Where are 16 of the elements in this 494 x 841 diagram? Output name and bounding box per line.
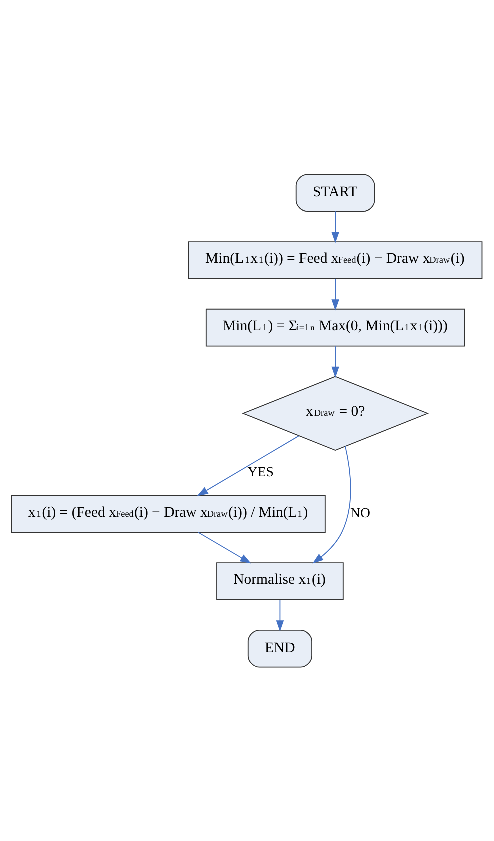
arrow <box>332 278 340 310</box>
node-box: Min(L1x1(i)) = Feed xFeed(i) − Draw xDraw(i) <box>188 241 483 279</box>
edge-label: NO <box>350 504 370 520</box>
arrow <box>197 435 300 496</box>
arrow <box>276 599 284 632</box>
arrow <box>332 210 340 243</box>
arrow <box>312 446 352 564</box>
node-box: START <box>296 174 376 212</box>
node-box: Normalise x1(i) <box>216 562 344 600</box>
arrow <box>198 532 252 564</box>
node-box: x1(i) = (Feed xFeed(i) − Draw xDraw(i)) / Min(L1) <box>11 494 326 533</box>
node-box: Min(L1) = Σi=1n Max(0, Min(L1x1(i))) <box>206 308 466 346</box>
node-diamond: xDraw = 0? <box>242 376 430 451</box>
node-box: END <box>248 629 312 668</box>
arrow <box>332 346 340 378</box>
edge-label: YES <box>248 464 274 479</box>
